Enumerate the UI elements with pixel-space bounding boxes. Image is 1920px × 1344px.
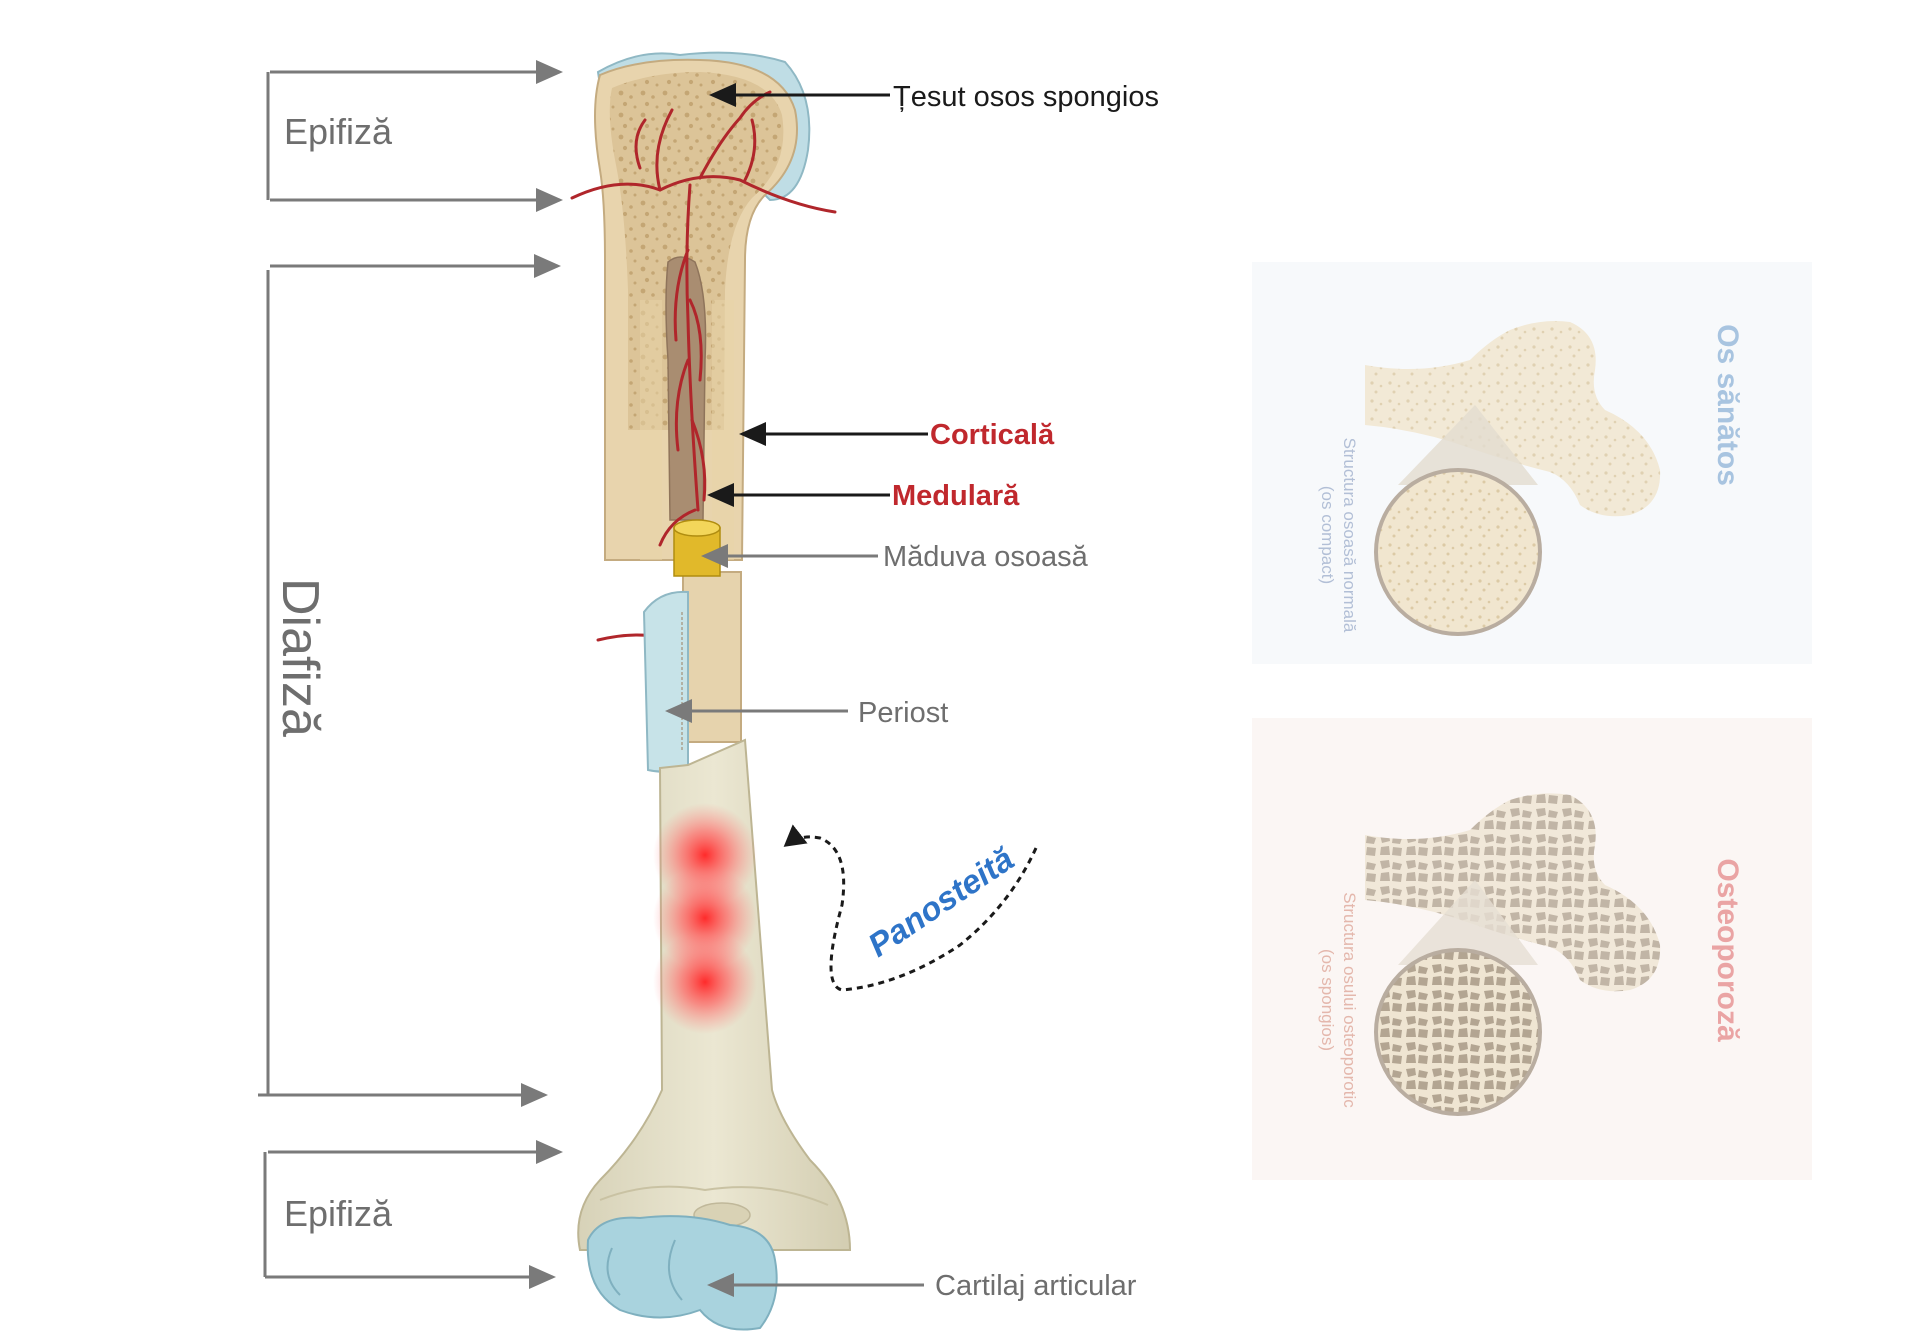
osteoporosis-panel: Osteoporoză Structura osului osteoporoti… — [1252, 718, 1812, 1180]
cortical-wall-left — [640, 300, 662, 560]
osteo-subtitle-line2: (os spongios) — [1318, 949, 1337, 1051]
healthy-title: Os sănătos — [1711, 324, 1744, 486]
healthy-subtitle-line1: Structura osoasă normală — [1340, 438, 1359, 633]
label-panosteitis: Panosteită — [861, 840, 1020, 964]
healthy-magnified-circle — [1374, 468, 1542, 636]
inflammation-spots — [653, 803, 757, 1034]
label-arrows — [665, 83, 1038, 1297]
osteoporosis-title: Osteoporoză — [1711, 858, 1744, 1042]
label-epiphysis-top: Epifiză — [284, 111, 393, 152]
label-bone-marrow: Măduva osoasă — [883, 541, 1089, 573]
cartilage-bottom — [586, 1215, 778, 1331]
arrow-panosteitis — [783, 824, 1038, 992]
bone-marrow-cylinder — [673, 519, 721, 577]
label-diaphysis: Diafiză — [271, 578, 329, 737]
label-articular-cartilage: Cartilaj articular — [935, 1270, 1137, 1302]
label-epiphysis-bottom: Epifiză — [284, 1193, 393, 1234]
label-cortical: Corticală — [930, 419, 1055, 451]
diaphysis-section — [682, 571, 742, 743]
periosteum-sheath — [642, 590, 689, 773]
healthy-femur-head — [1365, 321, 1661, 517]
label-medullary: Medulară — [892, 480, 1020, 512]
region-brackets — [258, 60, 563, 1289]
osteo-femur-head — [1365, 793, 1661, 992]
bone — [570, 51, 852, 1331]
cortical-wall-right — [712, 300, 734, 560]
osteo-magnified-circle — [1374, 948, 1542, 1116]
osteo-subtitle-line1: Structura osului osteoporotic — [1340, 892, 1359, 1108]
healthy-bone-panel: Os sănătos Structura osoasă normală (os … — [1252, 262, 1812, 664]
label-spongy-tissue: Țesut osos spongios — [893, 81, 1159, 113]
label-periosteum: Periost — [858, 697, 948, 729]
healthy-subtitle-line2: (os compact) — [1318, 486, 1337, 584]
